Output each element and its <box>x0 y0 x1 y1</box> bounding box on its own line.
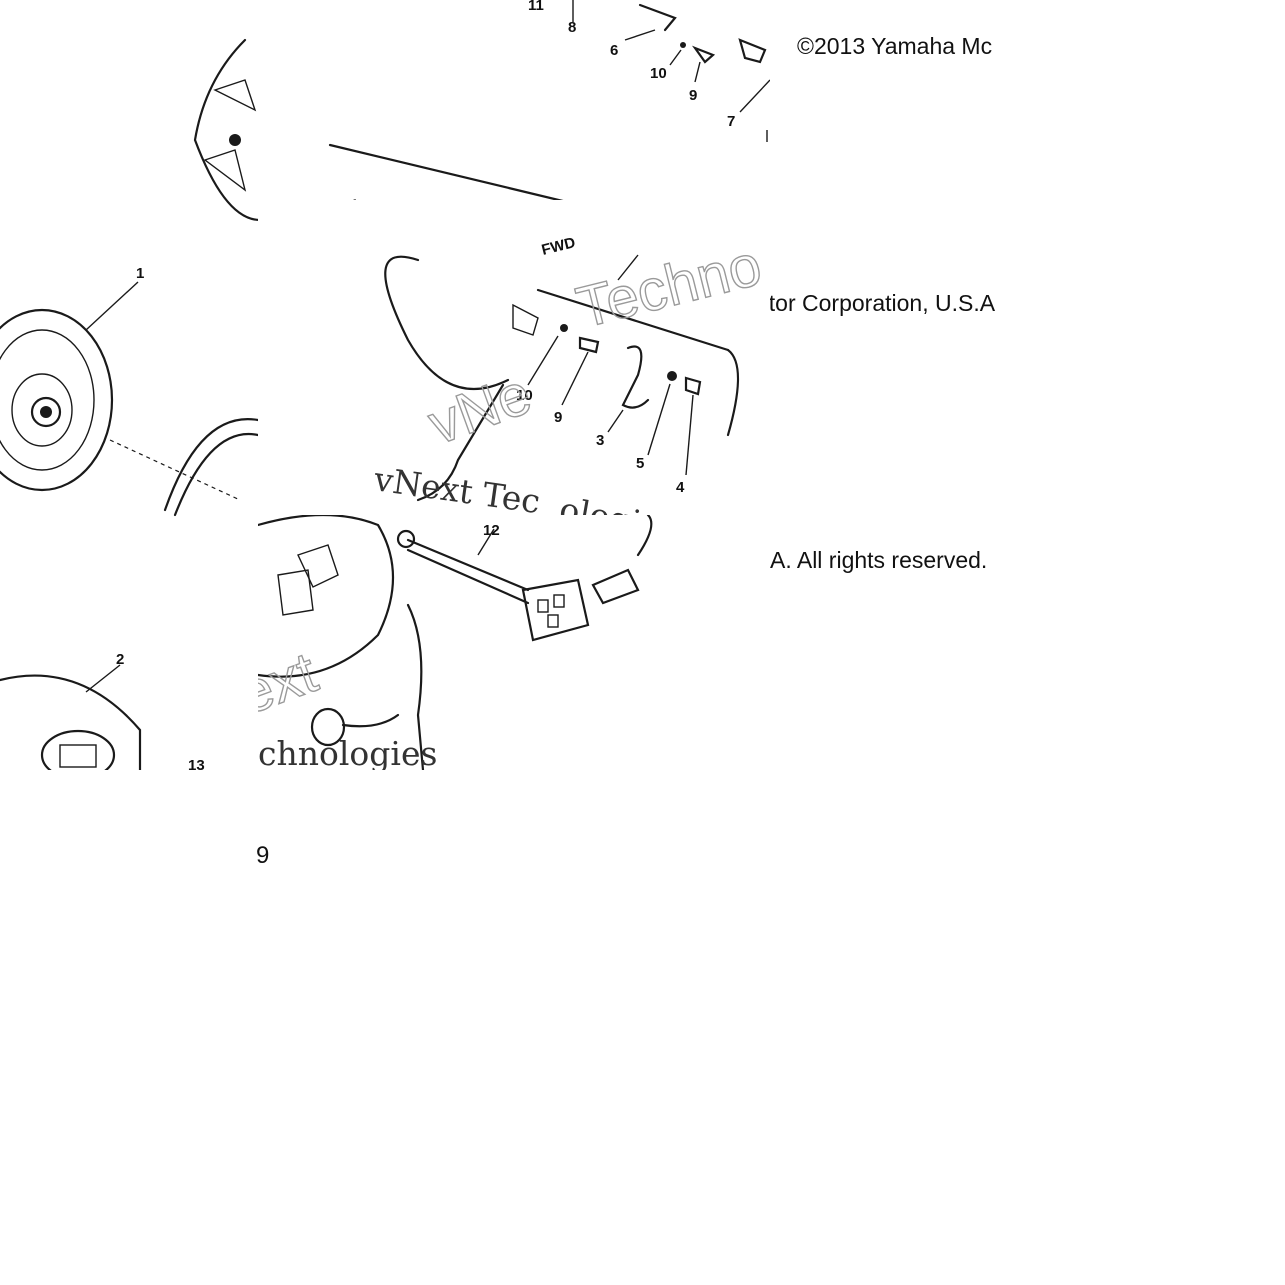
callout-11: 11 <box>528 0 544 14</box>
callout-8: 8 <box>568 19 576 36</box>
watermark-serif: vNext Tec <box>371 459 543 515</box>
brush-plate-drawing: 12 ext chnologies <box>258 515 653 770</box>
watermark-serif-bottom: chnologies <box>258 734 437 770</box>
copyright-line-3: A. All rights reserved. <box>770 547 988 573</box>
watermark-outline-a: Techno <box>570 232 767 340</box>
callout-9-mid: 9 <box>554 409 562 426</box>
callout-6: 6 <box>610 42 618 59</box>
housing-drawing: FWD 10 9 3 5 4 vNext Tec Techno vNe olog… <box>371 232 768 515</box>
callout-7: 7 <box>727 113 735 130</box>
callout-10-mid: 10 <box>516 387 533 404</box>
copyright-line-2: otor Corporation, U.S.A <box>760 290 996 316</box>
callout-10: 10 <box>650 65 667 82</box>
watermark-serif-tail: ologies <box>557 489 680 515</box>
callout-9: 9 <box>689 87 697 104</box>
diagram-fragment-lower: 12 ext chnologies <box>258 515 770 770</box>
callout-12: 12 <box>483 522 500 539</box>
copyright-line-1: ©2013 Yamaha Mc <box>797 33 993 59</box>
stator-drawing: 1 2 13 <box>0 265 258 770</box>
diagram-fragment-left: 1 2 13 <box>0 260 258 770</box>
callout-3: 3 <box>596 432 604 449</box>
callout-13: 13 <box>188 757 205 770</box>
callout-2: 2 <box>116 651 124 668</box>
watermark-outline-c: ext <box>258 640 325 728</box>
stray-glyph: 9 <box>256 842 270 869</box>
callout-4: 4 <box>676 479 685 496</box>
callout-5: 5 <box>636 455 644 472</box>
callout-1: 1 <box>136 265 144 282</box>
fwd-label: FWD <box>540 234 577 259</box>
diagram-fragment-middle: FWD 10 9 3 5 4 vNext Tec Techno vNe olog… <box>258 200 770 515</box>
